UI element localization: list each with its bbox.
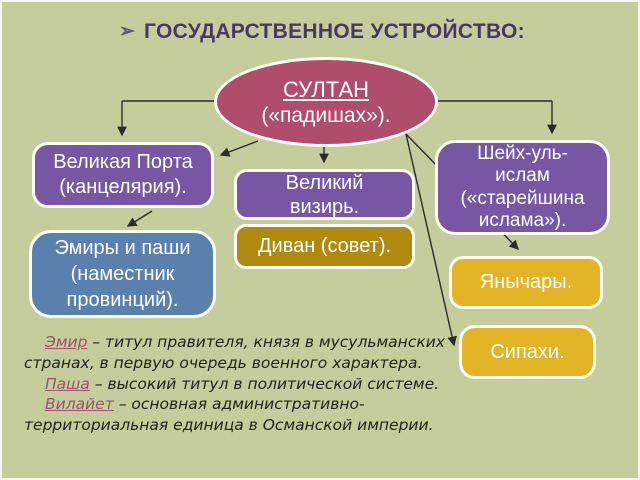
term-link-pasha[interactable]: Паша <box>45 374 90 393</box>
slide-title-row: ➢ ГОСУДАРСТВЕННОЕ УСТРОЙСТВО: <box>2 20 638 44</box>
node-emirs-pashas: Эмиры и паши (наместник провинций). <box>29 230 216 318</box>
term-link-vilayet[interactable]: Вилайет <box>45 395 114 414</box>
node-label: Диван (совет). <box>257 235 392 257</box>
node-label: Эмиры и паши (наместник провинций). <box>54 237 191 311</box>
node-great-porte: Великая Порта (канцелярия). <box>32 142 214 208</box>
glossary-line: Эмир – титул правителя, князя в мусульма… <box>24 332 624 353</box>
definition-text: – титул правителя, князя в мусульманских <box>87 333 445 351</box>
glossary-line: Паша – высокий титул в политической сист… <box>24 374 624 395</box>
node-label: Великий визирь. <box>285 171 364 218</box>
glossary-line: Вилайет – основная административно- <box>24 394 624 415</box>
node-label: Янычары. <box>479 271 573 293</box>
glossary: Эмир – титул правителя, князя в мусульма… <box>24 332 624 436</box>
node-label: Сипахи. <box>490 340 565 363</box>
term-link-emir[interactable]: Эмир <box>45 333 88 351</box>
node-divan-council: Диван (совет). <box>234 224 415 269</box>
arrowhead-bullet-icon: ➢ <box>119 21 136 42</box>
node-sheikh-ul-islam: Шейх-уль- ислам («старейшина ислама»). <box>435 140 610 235</box>
node-label: Великая Порта (канцелярия). <box>53 151 193 198</box>
node-label: Шейх-уль- ислам («старейшина ислама»). <box>460 142 585 232</box>
node-janissaries: Янычары. <box>449 256 603 309</box>
page-title: ГОСУДАРСТВЕННОЕ УСТРОЙСТВО: <box>144 20 525 43</box>
node-grand-vizier: Великий визирь. <box>234 169 415 220</box>
definition-text: – основная административно- <box>113 395 365 414</box>
definition-text: – высокий титул в политической системе. <box>89 374 440 393</box>
glossary-line: странах, в первую очередь военного харак… <box>24 353 423 372</box>
glossary-line: территориальная единица в Османской импе… <box>24 416 434 435</box>
sultan-title: СУЛТАН <box>282 76 370 102</box>
node-sultan: СУЛТАН («падишах»). <box>214 57 438 147</box>
sultan-subtitle: («падишах»). <box>261 103 391 127</box>
node-sipahi: Сипахи. <box>459 325 596 379</box>
